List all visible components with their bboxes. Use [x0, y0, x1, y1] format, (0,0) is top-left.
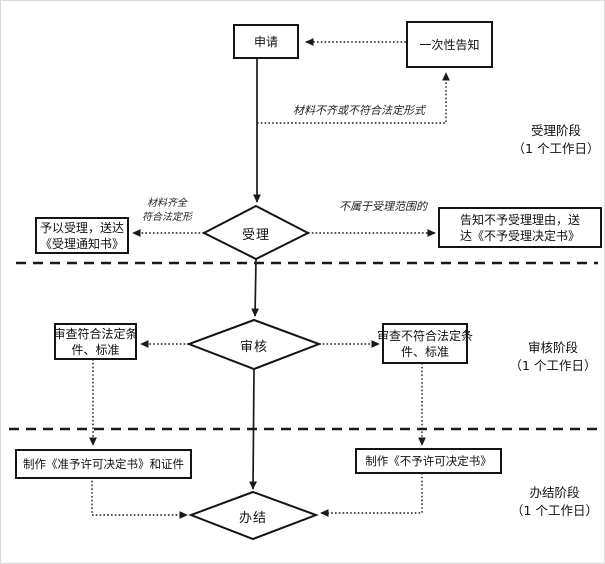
- review-fail-box: 审查不符合法定条 件、标准: [377, 323, 473, 364]
- reject-notice-box: 告知不予受理理由，送 达《不予受理决定书》: [438, 207, 602, 248]
- one-time-notice-box: 一次性告知: [406, 21, 493, 68]
- reject-notice-line1: 告知不予受理理由，送: [459, 212, 580, 227]
- stage1-name: 受理阶段: [530, 123, 581, 138]
- complete-diamond-label: 办结: [238, 511, 267, 526]
- accept-notice-line2: 《受理通知书》: [39, 236, 124, 251]
- materials-ok-line1: 材料齐全: [147, 198, 187, 209]
- accept-notice-box: 予以受理，送达 《受理通知书》: [35, 217, 129, 254]
- review-diamond-shape: [186, 318, 322, 371]
- edge-makepermit-to-complete: [91, 477, 188, 519]
- apply-label: 申请: [253, 34, 278, 49]
- review-pass-box: 审查符合法定条 件、标准: [53, 323, 138, 360]
- reject-notice-line2: 达《不予受理决定书》: [459, 228, 580, 243]
- complete-diamond-shape: [188, 490, 319, 541]
- review-fail-line2: 件、标准: [400, 344, 449, 359]
- make-denial-box: 制作《不予许可决定书》: [355, 448, 502, 474]
- one-time-notice-label: 一次性告知: [419, 37, 480, 52]
- accept-diamond-shape: [201, 204, 311, 261]
- accept-diamond-label: 受理: [241, 228, 270, 243]
- materials-ok-line2: 符合法定形: [142, 212, 192, 223]
- review-pass-line2: 件、标准: [71, 342, 120, 357]
- stage-label-accept: 受理阶段 （1 个工作日）: [506, 122, 604, 158]
- make-permit-label: 制作《准予许可决定书》和证件: [23, 457, 184, 471]
- edge-label-out-of-scope: 不属于受理范围的: [339, 200, 427, 213]
- make-permit-box: 制作《准予许可决定书》和证件: [15, 449, 192, 479]
- apply-box: 申请: [233, 24, 299, 59]
- stage1-duration: （1 个工作日）: [512, 141, 600, 156]
- stage2-name: 审核阶段: [527, 340, 578, 355]
- stage3-name: 办结阶段: [529, 485, 580, 500]
- edge-label-materials-ok: 材料齐全 符合法定形: [131, 197, 203, 225]
- stage-label-complete: 办结阶段 （1 个工作日）: [503, 484, 604, 520]
- stage3-duration: （1 个工作日）: [511, 503, 598, 518]
- edge-label-incomplete: 材料不齐或不符合法定形式: [293, 104, 425, 117]
- make-denial-label: 制作《不予许可决定书》: [365, 454, 492, 468]
- review-fail-line1: 审查不符合法定条: [377, 328, 474, 343]
- accept-notice-line1: 予以受理，送达: [39, 220, 124, 235]
- stage2-duration: （1 个工作日）: [509, 358, 597, 373]
- review-diamond-label: 审核: [239, 340, 268, 355]
- stage-label-review: 审核阶段 （1 个工作日）: [503, 339, 603, 375]
- edge-accept-to-review: [251, 258, 260, 317]
- edge-makedenial-to-complete: [320, 473, 423, 517]
- review-pass-line1: 审查符合法定条: [53, 326, 138, 341]
